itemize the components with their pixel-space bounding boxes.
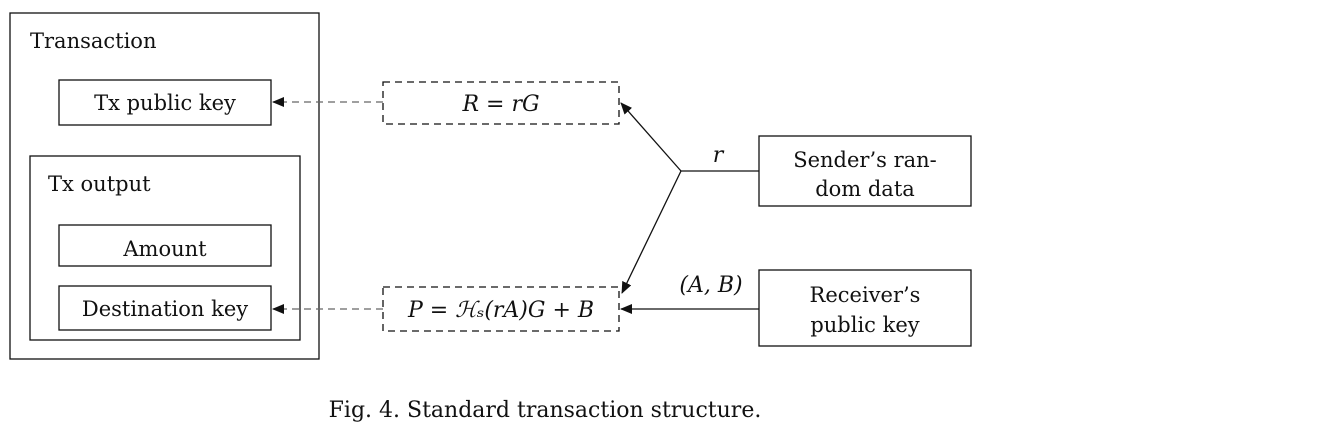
tx-output-title: Tx output bbox=[48, 172, 151, 196]
r-formula-label: R = rG bbox=[461, 92, 539, 117]
transaction-title: Transaction bbox=[30, 29, 156, 53]
ab-edge-label: (A, B) bbox=[679, 273, 742, 298]
receiver-public-key-box bbox=[758, 269, 972, 347]
transaction-box bbox=[9, 12, 320, 360]
receiver-label-line1: Receiver’s bbox=[810, 283, 921, 307]
r-to-p-formula-arrow bbox=[621, 170, 682, 294]
sender-label-line2: dom data bbox=[815, 177, 915, 201]
r-to-r-formula-arrow bbox=[620, 102, 682, 172]
destination-key-label: Destination key bbox=[82, 297, 248, 321]
sender-label-line1: Sender’s ran- bbox=[793, 148, 937, 172]
tx-public-key-box bbox=[58, 79, 272, 126]
tx-public-key-label: Tx public key bbox=[94, 91, 236, 115]
r-formula-box bbox=[382, 81, 620, 125]
r-edge-label: r bbox=[713, 143, 725, 168]
p-formula-label: P = ℋₛ(rA)G + B bbox=[407, 298, 594, 323]
p-formula-box bbox=[382, 286, 620, 332]
tx-output-box bbox=[29, 155, 301, 341]
destination-key-box bbox=[58, 285, 272, 331]
amount-label: Amount bbox=[122, 237, 207, 261]
figure-caption: Fig. 4. Standard transaction structure. bbox=[328, 398, 762, 423]
receiver-label-line2: public key bbox=[810, 313, 919, 337]
amount-box bbox=[58, 224, 272, 267]
